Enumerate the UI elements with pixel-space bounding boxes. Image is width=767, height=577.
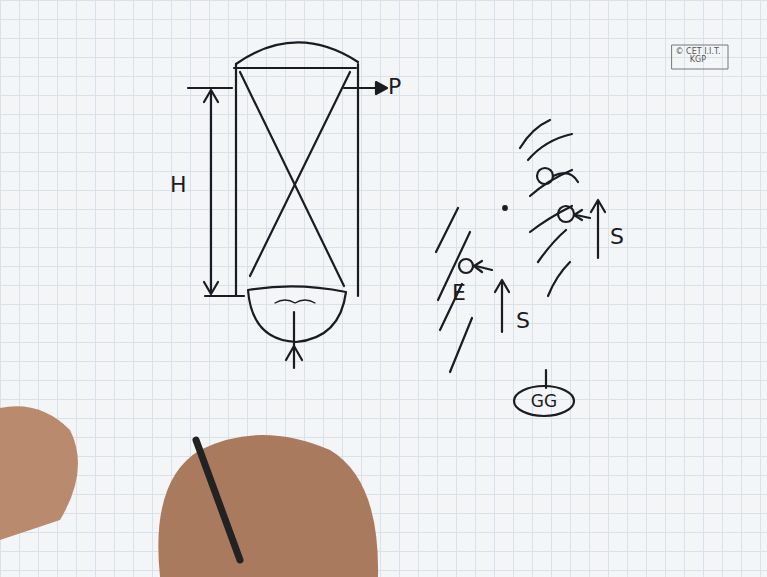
packing-cross — [250, 72, 350, 276]
stream-label: S — [610, 226, 624, 248]
hand — [0, 406, 78, 540]
oval-node: GG — [512, 384, 576, 418]
particle — [537, 168, 553, 184]
packing-cross — [240, 72, 344, 286]
dimension-tick — [205, 295, 244, 297]
hand — [158, 435, 378, 577]
pen — [196, 440, 240, 560]
top-dome — [236, 42, 358, 64]
dimension-line — [210, 92, 212, 292]
arrowhead — [376, 82, 387, 94]
arrowhead — [474, 261, 482, 272]
top-line — [234, 67, 356, 69]
flow-arrow — [597, 202, 599, 258]
dot — [503, 206, 507, 210]
surface-arc — [548, 262, 570, 296]
column-wall — [357, 64, 359, 296]
particle — [558, 206, 574, 222]
stream-label: S — [516, 310, 530, 332]
bottom-scribble — [275, 300, 315, 303]
arrowhead — [591, 200, 605, 212]
dimension-tick — [188, 87, 232, 89]
diffusion-arrow — [553, 173, 578, 182]
surface-arc — [530, 206, 572, 232]
surface-stroke — [450, 318, 472, 372]
watermark-box — [672, 45, 728, 69]
dimension-arrow — [204, 282, 218, 294]
inlet-line — [293, 312, 295, 368]
dimension-label: H — [170, 174, 187, 196]
surface-arc — [538, 230, 566, 262]
column-wall — [235, 64, 237, 296]
symbol-label: E — [452, 282, 466, 304]
surface-arc — [528, 134, 572, 160]
surface-stroke — [436, 208, 458, 252]
arrowhead — [495, 280, 509, 292]
reboiler-bottom — [248, 286, 346, 342]
dimension-arrow — [204, 90, 218, 102]
stream-label: P — [388, 76, 401, 98]
particle — [459, 259, 473, 273]
inlet-arrow — [286, 346, 302, 360]
flow-arrow — [501, 282, 503, 332]
watermark: © CET I.I.T. KGP — [672, 46, 724, 67]
node-text: GG — [531, 393, 557, 410]
arrowhead — [574, 210, 582, 220]
